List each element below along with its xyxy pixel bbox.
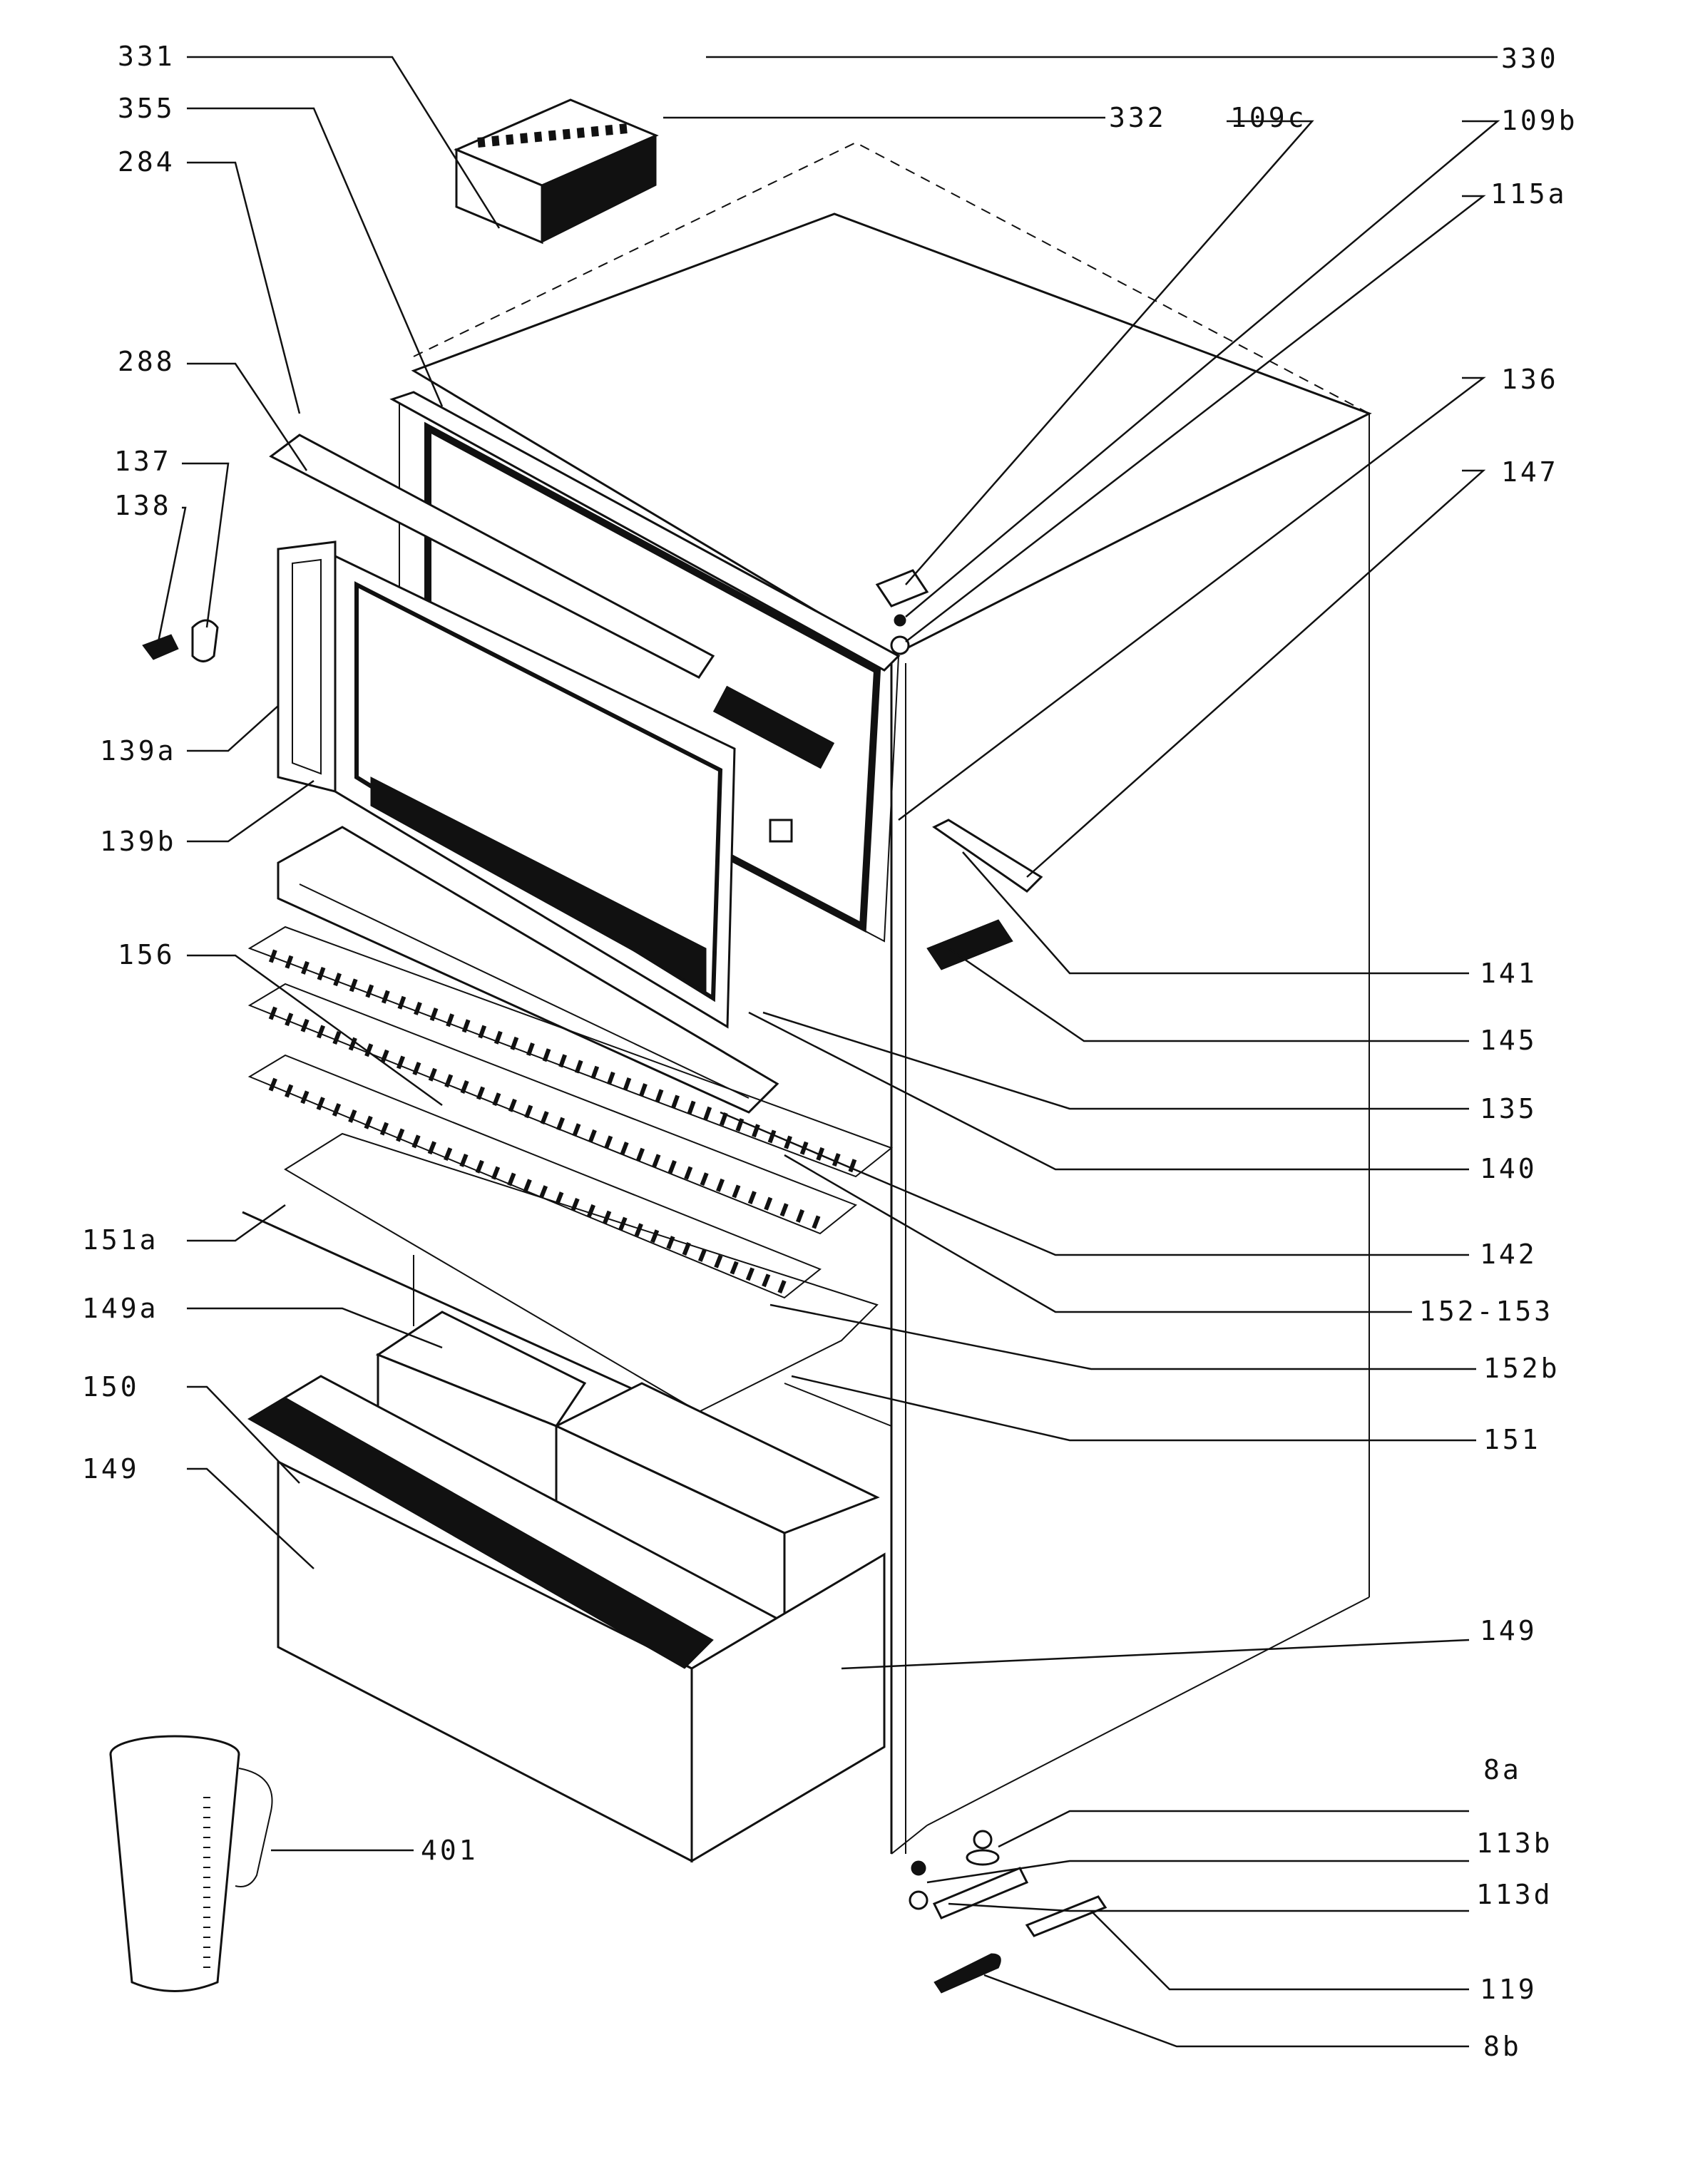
label-331: 331 [118,41,175,72]
label-284: 284 [118,146,175,178]
label-142: 142 [1480,1239,1538,1270]
wire-shelf-lower [247,1054,822,1299]
label-137: 137 [114,446,172,477]
part-labels: 331 330 355 332 109c 109b 284 115a 288 1… [82,41,1578,2062]
label-401: 401 [421,1835,479,1866]
freezer-strip [269,391,901,679]
label-139a: 139a [100,735,177,767]
label-355: 355 [118,93,175,124]
label-332: 332 [1109,102,1167,133]
label-149-right: 149 [1480,1615,1538,1646]
label-8b: 8b [1483,2031,1522,2062]
label-135: 135 [1480,1093,1538,1124]
label-8a: 8a [1483,1754,1522,1785]
label-147: 147 [1501,456,1559,488]
measuring-jug [109,1735,273,1992]
label-109c: 109c [1230,102,1307,133]
label-149a: 149a [82,1293,159,1324]
label-113d: 113d [1476,1879,1553,1910]
cabinet-body [411,141,1372,1855]
label-115a: 115a [1490,178,1567,210]
ice-tray [454,98,659,245]
drip-tray [277,826,779,1114]
label-138: 138 [114,490,172,521]
crisper-drawers [247,1311,886,1863]
foot-parts [909,1830,1107,1994]
label-152b: 152b [1483,1353,1560,1384]
wire-shelves [247,926,894,1299]
label-156: 156 [118,939,175,970]
label-109b: 109b [1501,105,1578,136]
freezer-door [277,540,736,1029]
leader-lines [155,56,1500,2048]
label-140: 140 [1480,1153,1538,1184]
latch-parts [142,619,219,662]
hinge-parts-top [875,569,929,655]
label-150: 150 [82,1371,140,1403]
wire-shelf-upper [247,926,894,1178]
label-139b: 139b [100,826,177,857]
label-141: 141 [1480,958,1538,989]
label-288: 288 [118,346,175,377]
label-151: 151 [1483,1424,1541,1455]
label-330: 330 [1501,43,1559,74]
wire-shelf-middle [247,983,857,1235]
label-151a: 151a [82,1224,159,1256]
label-145: 145 [1480,1025,1538,1056]
label-119: 119 [1480,1974,1538,2005]
label-136: 136 [1501,364,1559,395]
label-113b: 113b [1476,1827,1553,1859]
label-152-153: 152-153 [1419,1296,1553,1327]
lamp-parts [926,819,1043,970]
label-149-left: 149 [82,1453,140,1485]
